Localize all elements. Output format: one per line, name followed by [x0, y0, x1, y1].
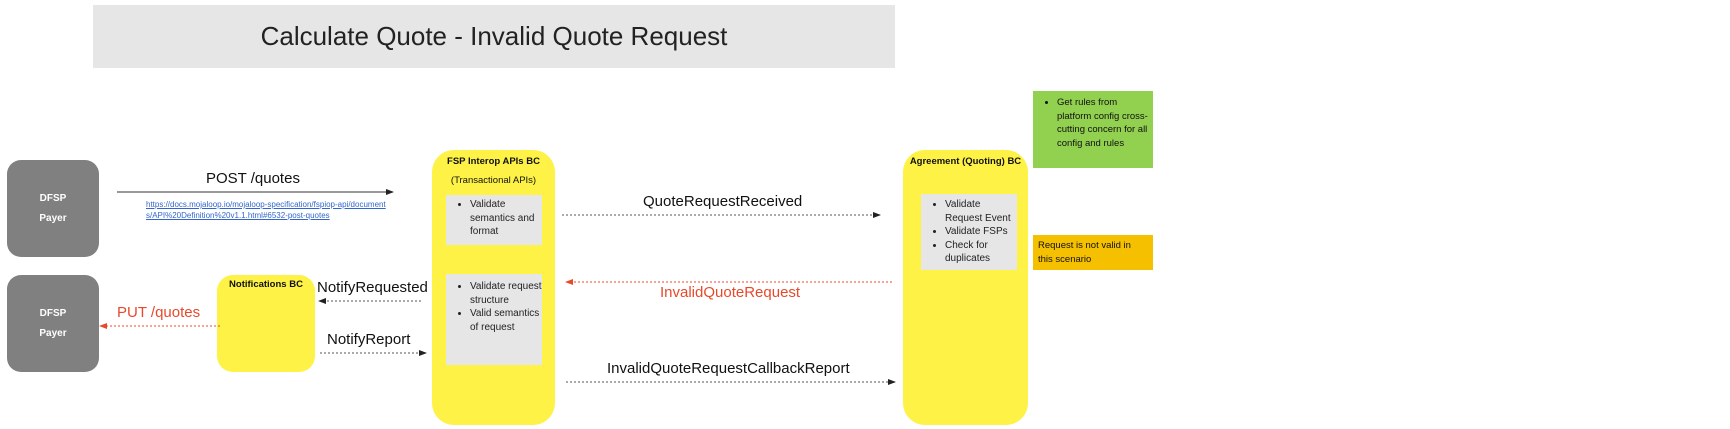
agreement-bc-title: Agreement (Quoting) BC	[909, 156, 1022, 167]
notifications-bc-title: Notifications BC	[229, 279, 303, 290]
fsp-interop-bc-subtitle: (Transactional APIs)	[450, 175, 537, 186]
fsp-interop-apis-bc: FSP Interop APIs BC (Transactional APIs)…	[432, 150, 555, 425]
post-quotes-spec-link[interactable]: https://docs.mojaloop.io/mojaloop-specif…	[146, 200, 386, 220]
fsp-interop-bc-title: FSP Interop APIs BC	[447, 156, 540, 167]
agreement-validation-card: Validate Request Event Validate FSPs Che…	[921, 194, 1017, 270]
post-quotes-label: POST /quotes	[206, 170, 300, 187]
card-item: Check for duplicates	[945, 239, 1017, 266]
card-item: Validate FSPs	[945, 225, 1017, 239]
invalid-quote-request-label: InvalidQuoteRequest	[660, 284, 801, 301]
invalid-callback-report-label: InvalidQuoteRequestCallbackReport	[607, 360, 850, 377]
actor-label-line2: Payer	[39, 212, 67, 224]
title-banner: Calculate Quote - Invalid Quote Request	[93, 5, 895, 68]
diagram-title: Calculate Quote - Invalid Quote Request	[260, 21, 728, 51]
card-item: Validate semantics and format	[470, 198, 542, 239]
actor-label-line2: Payer	[39, 327, 67, 339]
actor-label-line1: DFSP	[39, 192, 67, 204]
note-text: Request is not valid in this scenario	[1038, 240, 1131, 265]
note-green: Get rules from platform config cross-cut…	[1033, 91, 1153, 168]
notify-report-label: NotifyReport	[327, 331, 411, 348]
dfsp-payer-bottom: DFSP Payer	[7, 275, 99, 372]
agreement-quoting-bc: Agreement (Quoting) BC Validate Request …	[903, 150, 1028, 425]
fsp-validation-card-2: Validate request structure Valid semanti…	[446, 274, 542, 365]
card-item: Validate Request Event	[945, 198, 1017, 225]
card-item: Valid semantics of request	[470, 307, 542, 334]
quote-request-received-label: QuoteRequestReceived	[643, 193, 803, 210]
notifications-bc: Notifications BC	[217, 275, 315, 372]
note-orange: Request is not valid in this scenario	[1033, 235, 1153, 270]
card-item: Validate request structure	[470, 280, 542, 307]
actor-label-line1: DFSP	[39, 307, 67, 319]
note-item: Get rules from platform config cross-cut…	[1057, 96, 1153, 150]
fsp-validation-card-1: Validate semantics and format	[446, 195, 542, 245]
notify-requested-label: NotifyRequested	[317, 279, 428, 296]
put-quotes-label: PUT /quotes	[117, 304, 201, 321]
dfsp-payer-top: DFSP Payer	[7, 160, 99, 257]
